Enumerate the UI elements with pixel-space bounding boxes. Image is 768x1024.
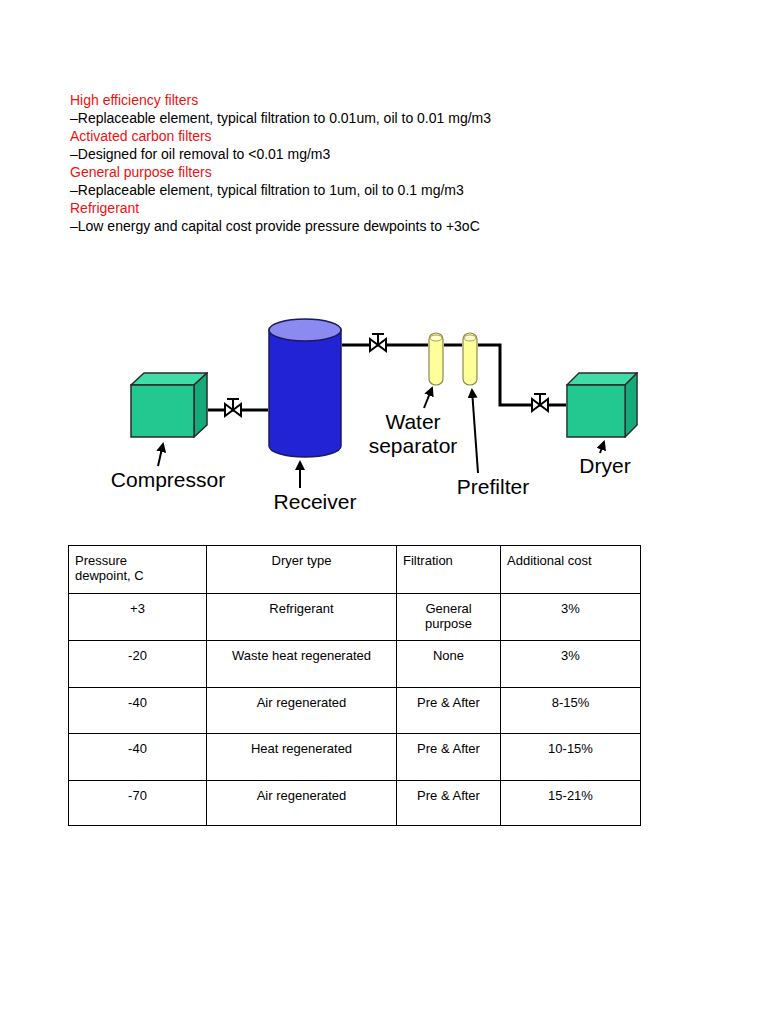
table-column bbox=[207, 546, 397, 826]
data-cell: -20 bbox=[69, 641, 207, 688]
data-cell: 10-15% bbox=[501, 734, 641, 781]
cell-text: Air regenerated bbox=[213, 695, 390, 710]
valve-stem bbox=[372, 334, 384, 345]
data-cell: -70 bbox=[69, 781, 207, 826]
leader-arrow bbox=[472, 390, 478, 473]
column-heading: Pressure dewpoint, C bbox=[75, 553, 165, 583]
valve-stem bbox=[227, 399, 239, 410]
cell-text: 3% bbox=[507, 648, 634, 663]
cell-text: Heat regenerated bbox=[213, 741, 390, 756]
data-cell: Air regenerated bbox=[207, 688, 397, 734]
data-row: +3 Refrigerant General purpose 3% bbox=[69, 594, 641, 641]
data-row: -40 Heat regenerated Pre & After 10-15% bbox=[69, 734, 641, 781]
data-cell: Pre & After bbox=[397, 688, 501, 734]
column-heading: Additional cost bbox=[507, 553, 634, 568]
table-columns bbox=[69, 546, 641, 826]
data-cell: 8-15% bbox=[501, 688, 641, 734]
pipe-line bbox=[478, 345, 566, 405]
dryer-box: Dryer bbox=[566, 372, 638, 438]
pipe-group bbox=[208, 345, 566, 410]
leader-arrow bbox=[158, 444, 163, 466]
data-cell: None bbox=[397, 641, 501, 688]
tube-shape bbox=[428, 332, 444, 386]
tube-shape bbox=[462, 332, 478, 386]
data-row: -70 Air regenerated Pre & After 15-21% bbox=[69, 781, 641, 826]
equipment-label: Water separator bbox=[352, 410, 474, 458]
description-text: –Low energy and capital cost provide pre… bbox=[70, 217, 480, 235]
column-heading: Dryer type bbox=[213, 553, 390, 568]
data-row: -40 Air regenerated Pre & After 8-15% bbox=[69, 688, 641, 734]
cell-text: Pre & After bbox=[414, 695, 484, 710]
data-cell: General purpose bbox=[397, 594, 501, 641]
cube-shape bbox=[130, 372, 208, 438]
table-column bbox=[501, 546, 641, 826]
equipment-label: Dryer bbox=[562, 454, 648, 478]
description-text: –Replaceable element, typical filtration… bbox=[70, 181, 464, 199]
data-cell: 3% bbox=[501, 641, 641, 688]
data-cell: 3% bbox=[501, 594, 641, 641]
equipment-label: Receiver bbox=[250, 490, 380, 514]
description-text: –Replaceable element, typical filtration… bbox=[70, 109, 491, 127]
header-row: Pressure dewpoint, C Dryer type Filtration… bbox=[69, 546, 641, 594]
cell-text: 10-15% bbox=[507, 741, 634, 756]
table-column bbox=[397, 546, 501, 826]
data-cell: Waste heat regenerated bbox=[207, 641, 397, 688]
data-cell: Pre & After bbox=[397, 781, 501, 826]
cube-shape bbox=[566, 372, 638, 438]
leader-arrow bbox=[424, 388, 432, 408]
section-heading: Refrigerant bbox=[70, 199, 139, 217]
data-cell: -40 bbox=[69, 734, 207, 781]
cell-text: -40 bbox=[75, 695, 200, 710]
cell-text: 8-15% bbox=[507, 695, 634, 710]
equipment-label: Prefilter bbox=[438, 475, 548, 499]
header-cell: Filtration bbox=[397, 546, 501, 594]
cell-text: Refrigerant bbox=[213, 601, 390, 616]
leader-arrow bbox=[299, 462, 301, 488]
cell-text: Pre & After bbox=[414, 788, 484, 803]
cell-text: -20 bbox=[75, 648, 200, 663]
prefilter: Prefilter bbox=[462, 332, 478, 386]
header-cell: Additional cost bbox=[501, 546, 641, 594]
cell-text: General purpose bbox=[414, 601, 484, 631]
cell-text: +3 bbox=[75, 601, 200, 616]
leader-arrow bbox=[600, 442, 604, 453]
data-cell: Air regenerated bbox=[207, 781, 397, 826]
compressor-box: Compressor bbox=[130, 372, 208, 438]
cell-text: -40 bbox=[75, 741, 200, 756]
receiver-tank: Receiver bbox=[268, 318, 342, 458]
section-heading: General purpose filters bbox=[70, 163, 212, 181]
data-cell: Heat regenerated bbox=[207, 734, 397, 781]
description-text: –Designed for oil removal to <0.01 mg/m3 bbox=[70, 145, 330, 163]
data-cell: 15-21% bbox=[501, 781, 641, 826]
cell-text: Waste heat regenerated bbox=[213, 648, 390, 663]
cylinder-shape bbox=[268, 318, 342, 458]
header-cell: Dryer type bbox=[207, 546, 397, 594]
dryer-table: Pressure dewpoint, C Dryer type Filtration… bbox=[68, 545, 641, 826]
data-cell: Pre & After bbox=[397, 734, 501, 781]
cell-text: 3% bbox=[507, 601, 634, 616]
equipment-label: Compressor bbox=[88, 468, 248, 492]
table-body: Pressure dewpoint, C Dryer type Filtration… bbox=[69, 546, 641, 826]
cell-text: None bbox=[414, 648, 484, 663]
table-column bbox=[69, 546, 207, 826]
data-row: -20 Waste heat regenerated None 3% bbox=[69, 641, 641, 688]
cell-text: -70 bbox=[75, 788, 200, 803]
section-heading: High efficiency filters bbox=[70, 91, 198, 109]
data-cell: +3 bbox=[69, 594, 207, 641]
water-separator: Water separator bbox=[428, 332, 444, 386]
cell-text: 15-21% bbox=[507, 788, 634, 803]
column-heading: Filtration bbox=[403, 553, 494, 568]
pipe-line bbox=[444, 344, 462, 347]
section-heading: Activated carbon filters bbox=[70, 127, 212, 145]
data-cell: -40 bbox=[69, 688, 207, 734]
valve-stem bbox=[534, 394, 546, 405]
header-cell: Pressure dewpoint, C bbox=[69, 546, 207, 594]
cell-text: Air regenerated bbox=[213, 788, 390, 803]
cell-text: Pre & After bbox=[414, 741, 484, 756]
data-cell: Refrigerant bbox=[207, 594, 397, 641]
